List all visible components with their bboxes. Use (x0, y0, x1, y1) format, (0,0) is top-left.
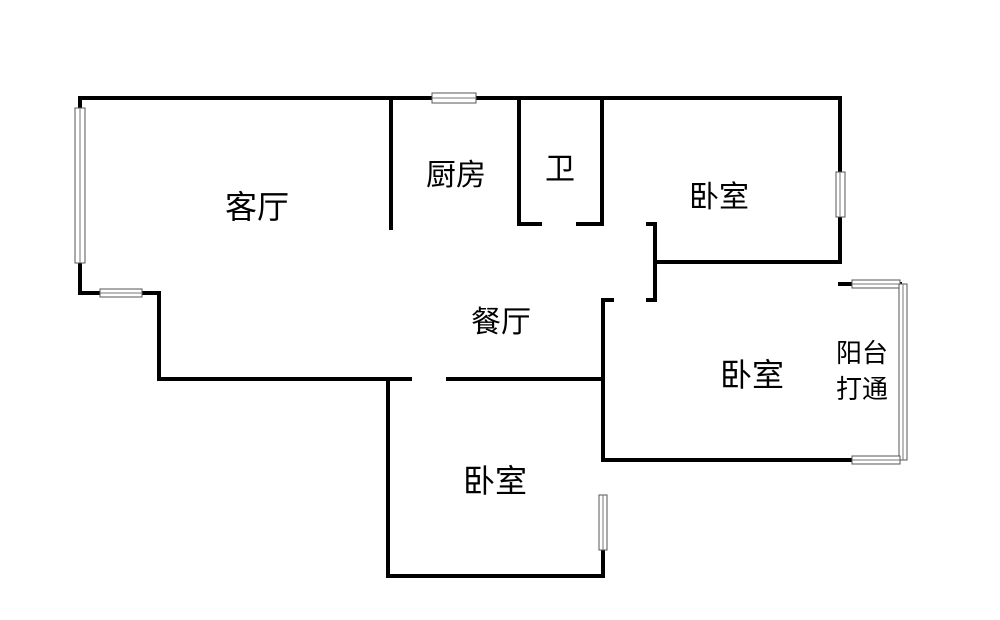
windows (74, 92, 908, 551)
wall-bedroom-door-jamb (646, 222, 657, 302)
window-balcony-bottom (851, 455, 901, 465)
window-bottom-living (99, 288, 143, 298)
window-bottom-bedroom (598, 494, 608, 551)
room-labels: 客厅 厨房 卫 卧室 餐厅 卧室 卧室 阳台 打通 (225, 152, 888, 500)
label-living-room: 客厅 (225, 188, 289, 226)
window-left-living (74, 107, 86, 264)
window-balcony-top (851, 279, 901, 289)
label-balcony-line2: 打通 (836, 375, 888, 405)
label-bedroom-top-right: 卧室 (689, 180, 749, 215)
label-bedroom-middle-right: 卧室 (720, 356, 784, 394)
label-dining-room: 餐厅 (471, 305, 531, 340)
label-kitchen: 厨房 (426, 158, 486, 193)
wall-bath-right (576, 96, 604, 226)
label-bathroom: 卫 (545, 152, 575, 187)
label-bedroom-bottom: 卧室 (463, 462, 527, 500)
wall-bath-left (517, 96, 542, 226)
wall-living-lower (140, 291, 412, 381)
window-top-kitchen (431, 92, 477, 104)
label-balcony-line1: 阳台 (836, 339, 888, 369)
window-right-bedroom (835, 171, 846, 218)
window-balcony-right (898, 283, 908, 461)
